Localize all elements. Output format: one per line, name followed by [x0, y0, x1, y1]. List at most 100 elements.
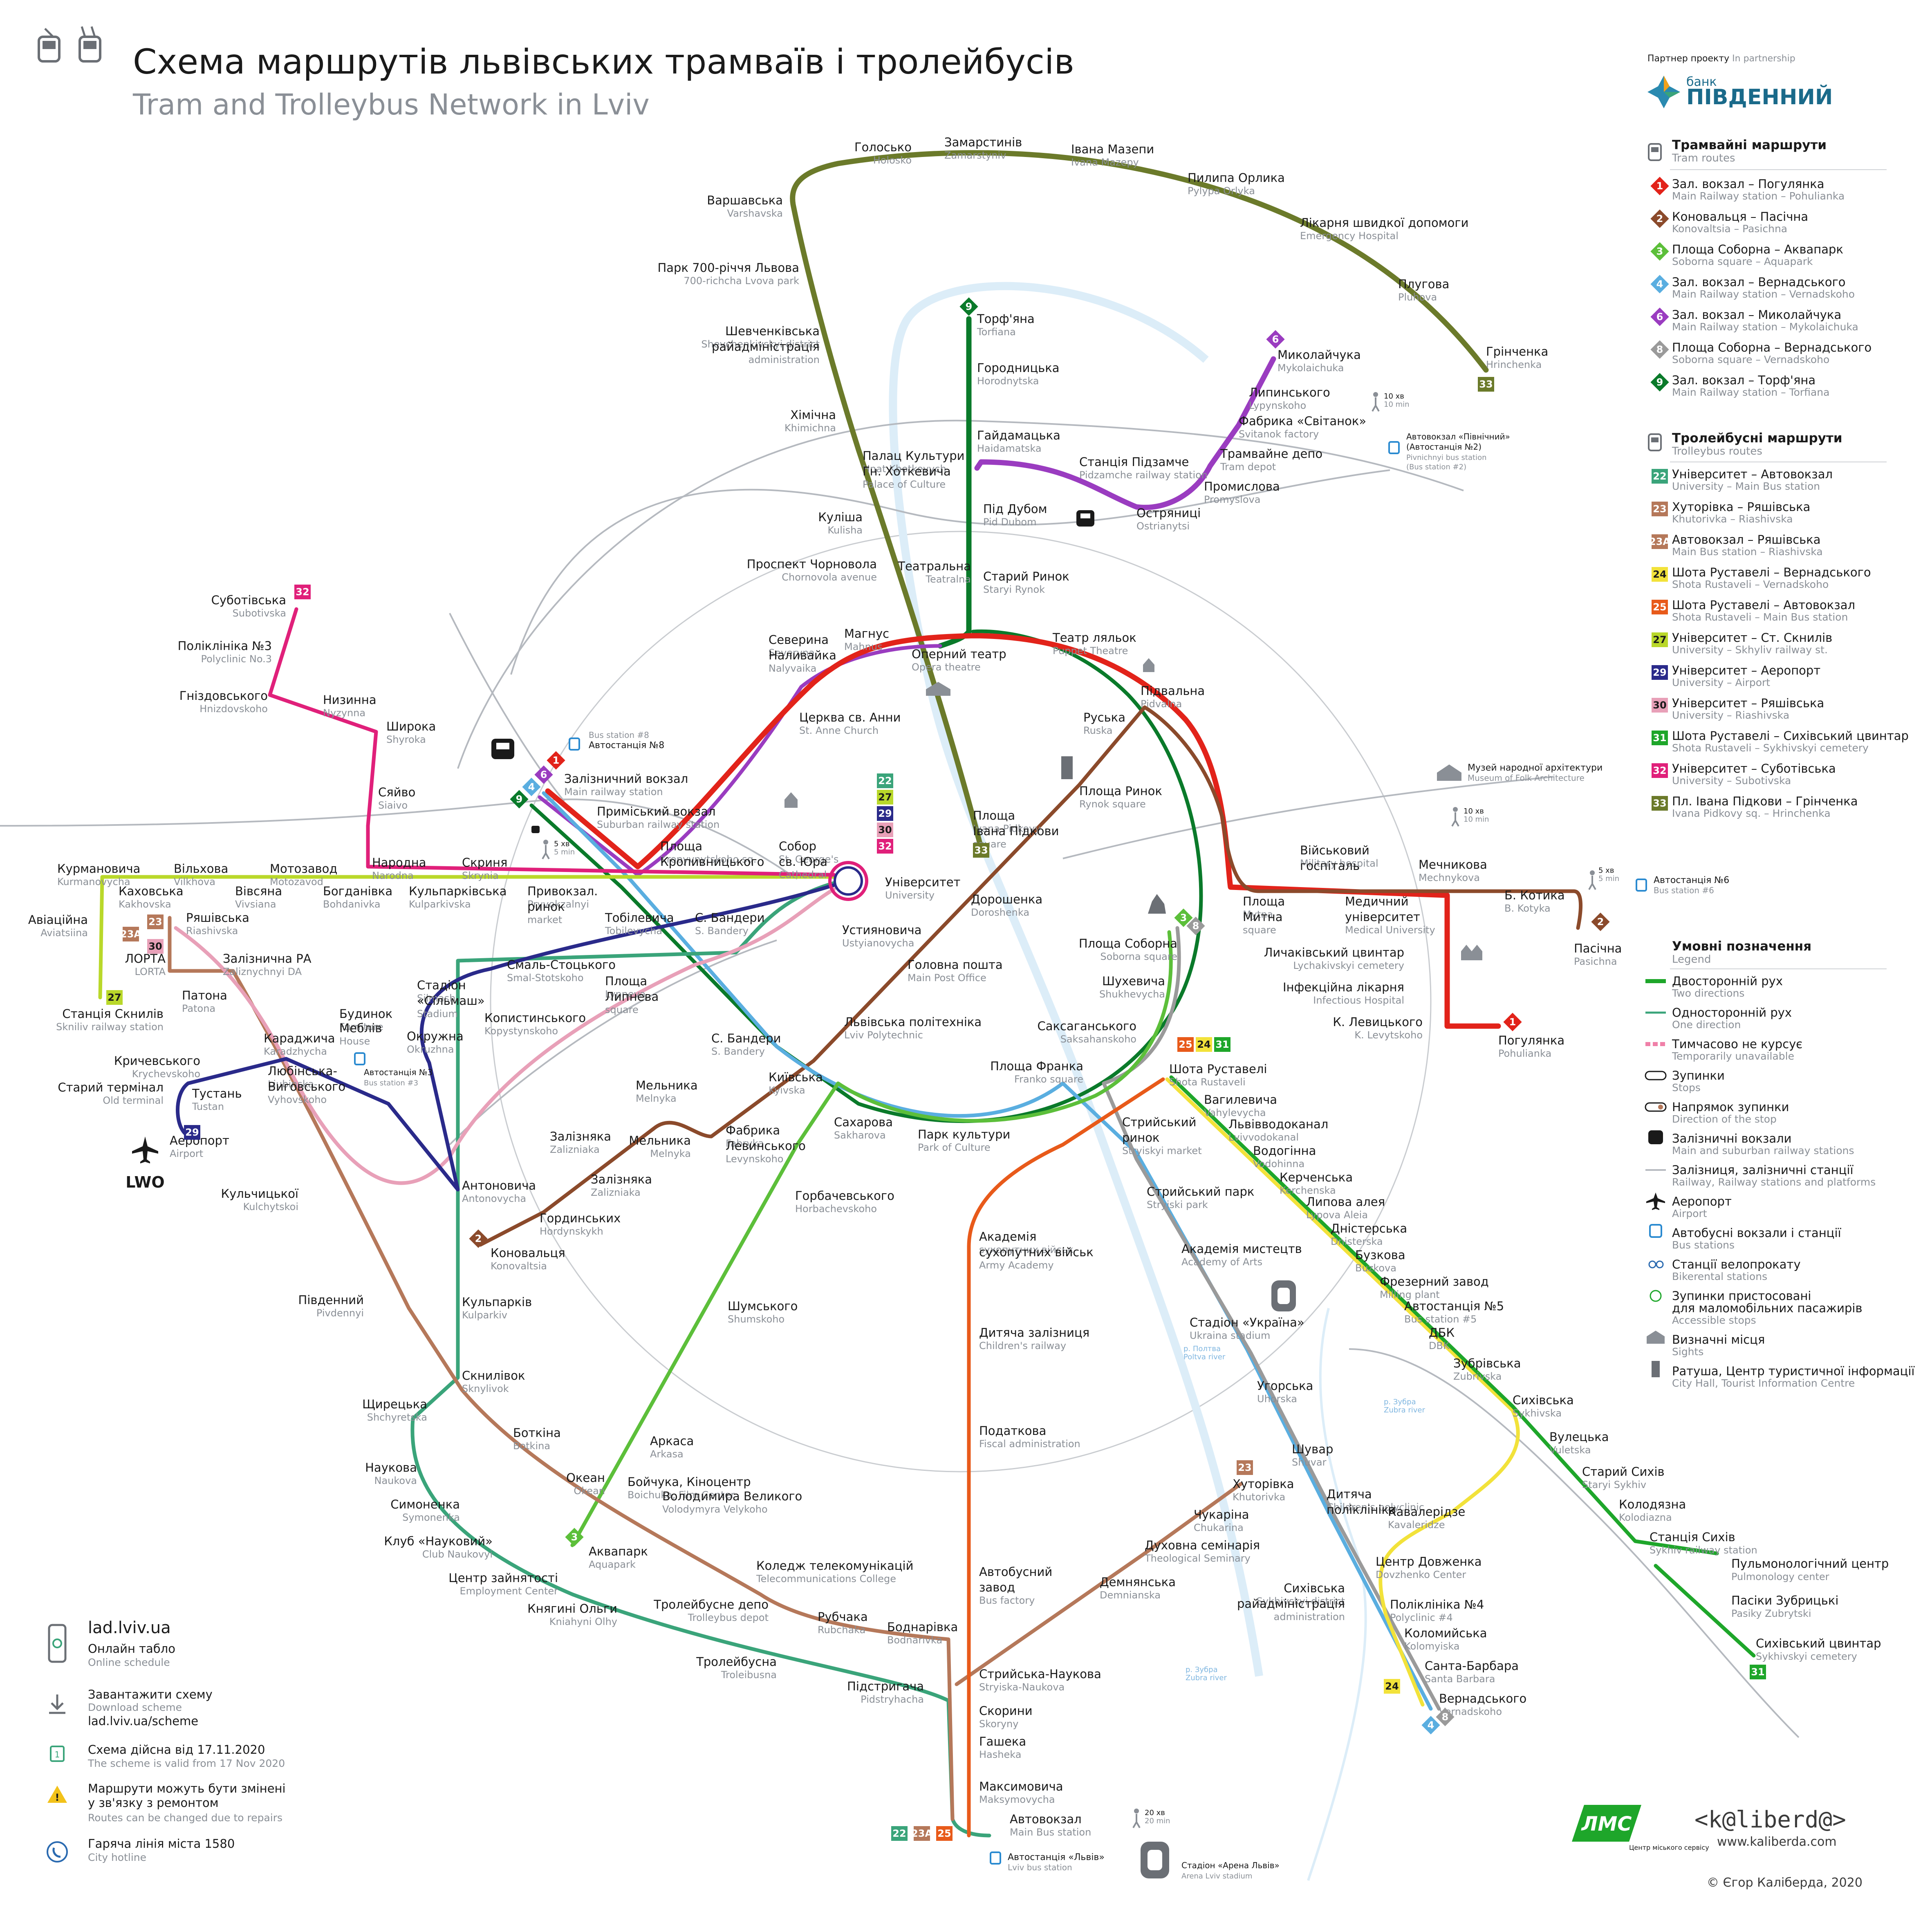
- station-child_polyclinic2[interactable]: поліклініка: [1327, 1503, 1396, 1517]
- kaliberda-url[interactable]: www.kaliberda.com: [1717, 1835, 1837, 1849]
- station-naukovyi[interactable]: Клуб «Науковий»Club Naukovyi: [384, 1534, 493, 1560]
- station-pryvokzalnyi[interactable]: Привокзал.Pryvokzalnyi: [527, 884, 598, 910]
- station-medical[interactable]: Медичний: [1345, 894, 1409, 908]
- download-link[interactable]: lad.lviv.ua/scheme: [88, 1714, 198, 1728]
